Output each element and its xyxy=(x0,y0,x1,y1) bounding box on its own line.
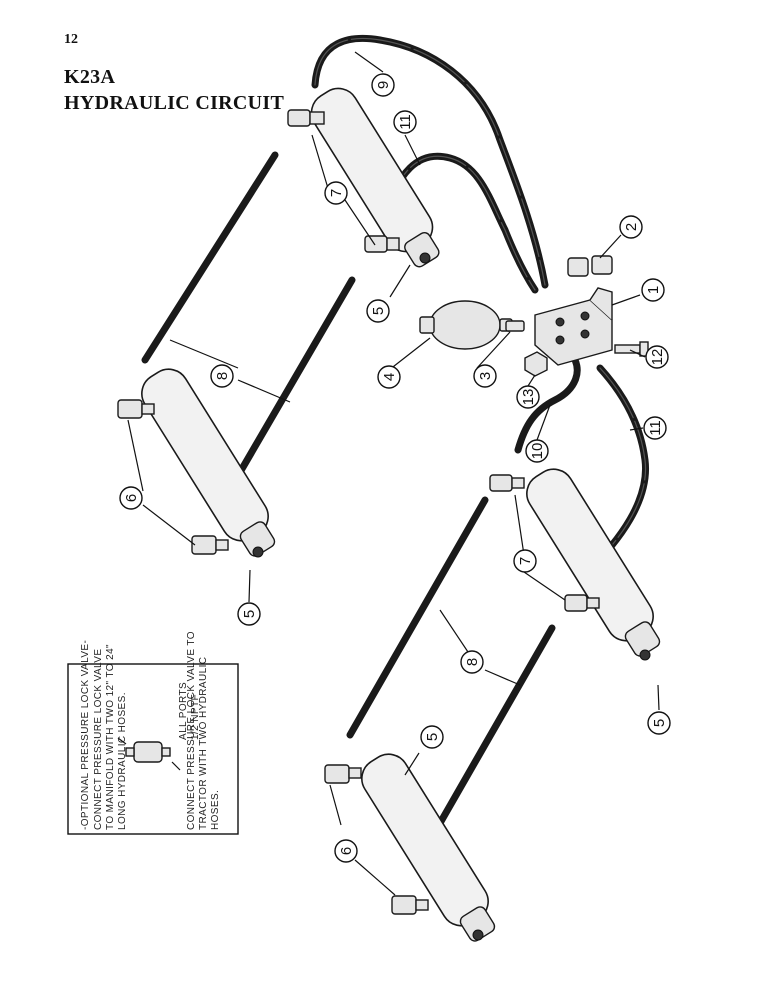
callout-7-upper: 7 xyxy=(324,181,348,205)
cylinder-lower-a xyxy=(526,468,661,661)
note-line-2: CONNECT PRESSURE LOCK VALVE xyxy=(93,649,104,830)
note-line-5: CONNECT PRESSURE LOCK VALVE TO xyxy=(186,631,197,830)
callout-11-upper: 11 xyxy=(393,110,417,134)
svg-text:10: 10 xyxy=(529,443,546,460)
hose-8-upper-a xyxy=(141,151,279,364)
svg-text:13: 13 xyxy=(520,389,537,406)
cylinders xyxy=(141,87,661,942)
svg-text:2: 2 xyxy=(623,223,640,231)
note-line-7: HOSES. xyxy=(210,790,221,830)
svg-text:11: 11 xyxy=(647,420,664,436)
svg-text:7: 7 xyxy=(328,189,345,197)
svg-text:8: 8 xyxy=(464,658,481,666)
note-line-6: TRACTOR WITH TWO HYDRAULIC xyxy=(198,657,209,830)
callout-2: 2 xyxy=(619,215,643,239)
svg-text:8: 8 xyxy=(214,372,231,380)
manifold-block xyxy=(534,299,613,366)
manifold-group xyxy=(419,255,649,377)
svg-text:12: 12 xyxy=(649,349,666,366)
callout-8-lower: 8 xyxy=(460,650,484,674)
callout-3: 3 xyxy=(473,364,497,388)
callout-8-upper: 8 xyxy=(210,364,234,388)
svg-text:9: 9 xyxy=(375,81,392,89)
callout-6-lower: 6 xyxy=(334,839,358,863)
callout-1: 1 xyxy=(641,278,665,302)
model-label: K23A xyxy=(64,66,116,88)
callout-7-lower: 7 xyxy=(513,549,537,573)
svg-text:5: 5 xyxy=(241,610,258,618)
callout-11-lower: 11 xyxy=(643,416,667,440)
callout-4: 4 xyxy=(377,365,401,389)
filter-body xyxy=(429,300,501,350)
leader-lines xyxy=(127,51,660,896)
svg-text:11: 11 xyxy=(397,114,414,130)
hose-10 xyxy=(514,348,581,454)
optional-lock-valve-note: -OPTIONAL PRESSURE LOCK VALVE- CONNECT P… xyxy=(67,631,239,835)
ports-label-1: ALL PORTS xyxy=(178,682,189,740)
svg-text:6: 6 xyxy=(338,847,355,855)
fittings xyxy=(117,109,600,915)
callout-5-left: 5 xyxy=(237,602,261,626)
callout-10: 10 xyxy=(525,439,549,463)
note-line-4: LONG HYDRAULIC HOSES. xyxy=(117,692,128,830)
callout-5-upper: 5 xyxy=(366,299,390,323)
cylinder-lower-b xyxy=(361,753,496,942)
callout-9: 9 xyxy=(371,73,395,97)
hose-8-lower-b xyxy=(416,624,556,862)
hoses xyxy=(141,34,650,862)
callouts: 9 11 7 5 2 1 12 4 3 13 10 11 8 6 5 7 8 5… xyxy=(119,73,671,863)
svg-text:5: 5 xyxy=(424,733,441,741)
note-line-1: -OPTIONAL PRESSURE LOCK VALVE- xyxy=(80,640,91,830)
callout-5-lower-right: 5 xyxy=(647,711,671,735)
callout-5-lower: 5 xyxy=(420,725,444,749)
ports-label-2: 1/2 NPTF xyxy=(190,694,201,740)
cylinder-upper-a xyxy=(310,87,440,268)
callout-12: 12 xyxy=(645,345,669,369)
hose-8-lower-a xyxy=(346,496,489,739)
circuit-title: HYDRAULIC CIRCUIT xyxy=(64,92,285,114)
page-number: 12 xyxy=(64,32,78,47)
svg-text:4: 4 xyxy=(381,373,398,381)
svg-text:5: 5 xyxy=(370,307,387,315)
svg-text:3: 3 xyxy=(477,372,494,380)
svg-text:6: 6 xyxy=(123,494,140,502)
cylinder-upper-b xyxy=(141,368,276,558)
callout-6-upper: 6 xyxy=(119,486,143,510)
svg-text:5: 5 xyxy=(651,719,668,727)
note-line-3: TO MANIFOLD WITH TWO 12" TO 24" xyxy=(105,644,116,830)
page-title: K23A HYDRAULIC CIRCUIT xyxy=(64,64,284,116)
svg-text:7: 7 xyxy=(517,557,534,565)
callout-13: 13 xyxy=(516,385,540,409)
svg-text:1: 1 xyxy=(645,286,662,294)
